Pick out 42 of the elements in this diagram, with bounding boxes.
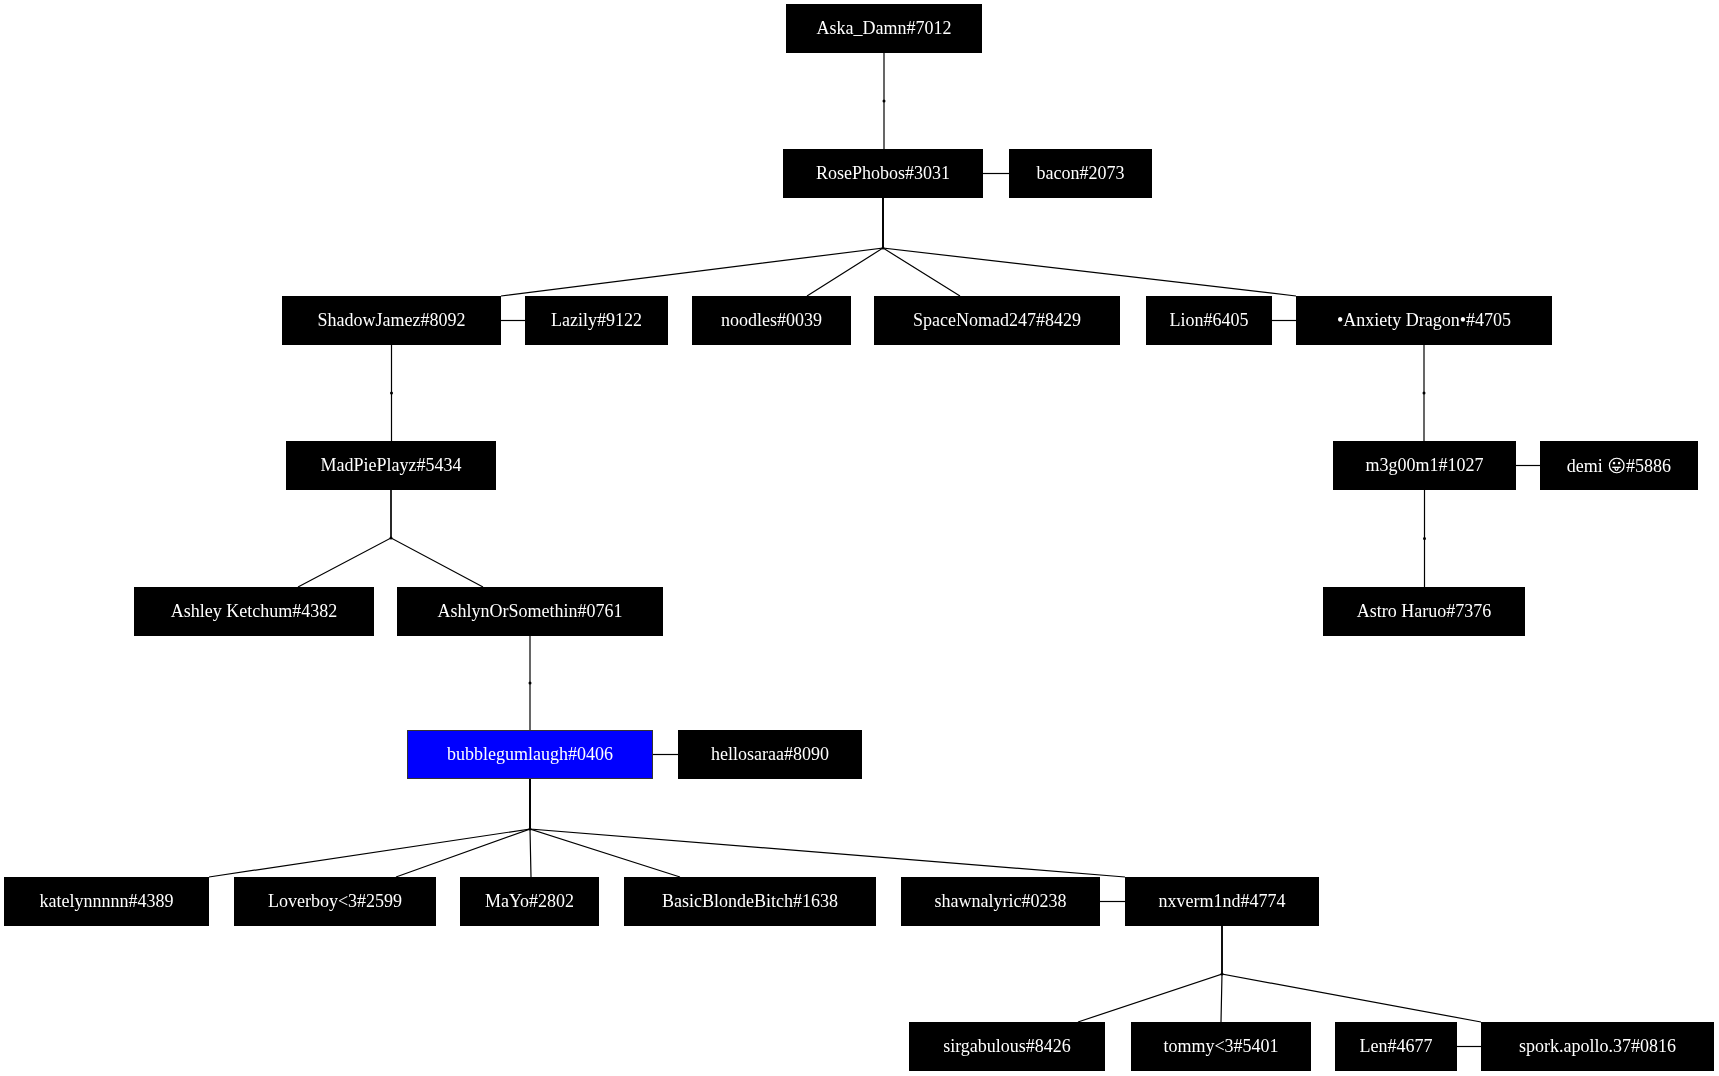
connector-line (1423, 344, 1425, 442)
name-box: Lion#6405 (1146, 296, 1272, 345)
name-box: Astro Haruo#7376 (1323, 587, 1525, 636)
name-box: BasicBlondeBitch#1638 (624, 877, 876, 926)
connector-line (982, 172, 1010, 175)
connector-line (883, 52, 885, 150)
name-box: m3g00m1#1027 (1333, 441, 1516, 490)
name-box: MadPiePlayz#5434 (286, 441, 496, 490)
connector-line (1099, 900, 1126, 903)
name-box: bacon#2073 (1009, 149, 1152, 198)
connector-line (652, 753, 679, 756)
name-box: tommy<3#5401 (1131, 1022, 1311, 1071)
name-box: •Anxiety Dragon•#4705 (1296, 296, 1552, 345)
connector-line (529, 635, 531, 731)
connector-line (1221, 925, 1482, 1023)
connector-line (390, 489, 484, 588)
name-box: noodles#0039 (692, 296, 851, 345)
name-box: AshlynOrSomethin#0761 (397, 587, 663, 636)
name-box: Loverboy<3#2599 (234, 877, 436, 926)
name-box: nxverm1nd#4774 (1125, 877, 1319, 926)
name-box: Aska_Damn#7012 (786, 4, 982, 53)
connector-line (1515, 464, 1541, 467)
name-box: Len#4677 (1335, 1022, 1457, 1071)
connector-line (1271, 319, 1297, 322)
name-box: hellosaraa#8090 (678, 730, 862, 779)
name-box: sirgabulous#8426 (909, 1022, 1105, 1071)
connector-line (390, 344, 393, 442)
connector-line (1423, 489, 1426, 588)
name-box: Lazily#9122 (525, 296, 668, 345)
connector-line (1456, 1045, 1482, 1048)
name-box: spork.apollo.37#0816 (1481, 1022, 1714, 1071)
name-box: SpaceNomad247#8429 (874, 296, 1120, 345)
name-box: bubblegumlaugh#0406 (407, 730, 653, 779)
connector-line (882, 197, 1297, 297)
name-box: Ashley Ketchum#4382 (134, 587, 374, 636)
connector-line (500, 319, 526, 322)
name-box: ShadowJamez#8092 (282, 296, 501, 345)
name-box: MaYo#2802 (460, 877, 599, 926)
name-box: demi 😛#5886 (1540, 441, 1698, 490)
name-box: shawnalyric#0238 (901, 877, 1100, 926)
name-box: RosePhobos#3031 (783, 149, 983, 198)
name-box: katelynnnnn#4389 (4, 877, 209, 926)
